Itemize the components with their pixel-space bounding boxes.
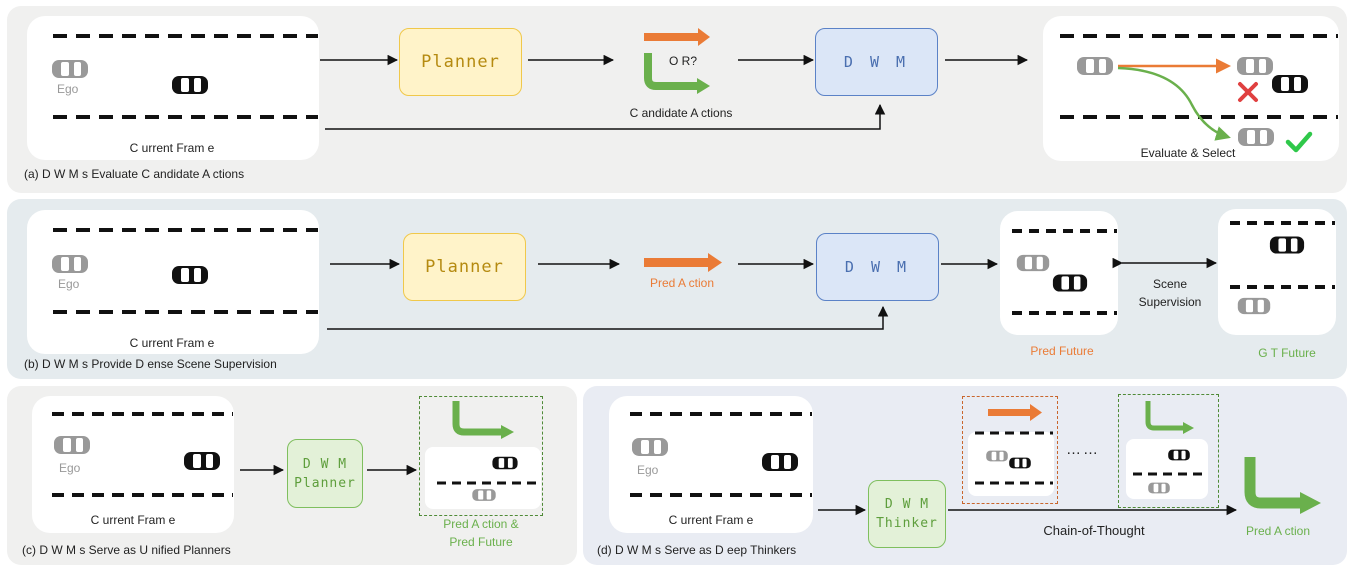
ego-car-icon-cot-2 bbox=[1148, 482, 1170, 494]
ego-car-icon-cot-1 bbox=[986, 450, 1008, 462]
orange-arrow-icon-b bbox=[644, 253, 722, 272]
dwm-node-a: D W M bbox=[815, 28, 938, 96]
ego-car-icon-b bbox=[52, 255, 88, 273]
ego-car-icon-d bbox=[632, 438, 668, 456]
arrow-frame-to-dwm-b bbox=[327, 305, 889, 330]
lane-lines-b bbox=[53, 228, 318, 314]
ego-car-icon-evaluate bbox=[1077, 57, 1113, 75]
planner-node-a: Planner bbox=[399, 28, 522, 96]
or-label: O R? bbox=[669, 54, 698, 68]
ego-car-icon-c-future bbox=[472, 489, 496, 501]
dwm-planner-line1: D W M bbox=[302, 456, 348, 472]
ego-car-icon-a bbox=[52, 60, 88, 78]
current-frame-label-a: C urrent Fram e bbox=[129, 141, 215, 155]
ego-car-icon-pred bbox=[1016, 254, 1050, 272]
gt-future-box bbox=[1218, 209, 1336, 335]
ego-car-icon-gt bbox=[1237, 297, 1271, 315]
caption-a: (a) D W M s Evaluate C andidate A ctions bbox=[24, 167, 245, 181]
ego-car-icon-c bbox=[54, 436, 90, 454]
green-turn-arrow-icon-d-large bbox=[1244, 457, 1321, 514]
car-icon-c bbox=[184, 452, 220, 470]
car-icon-cot-1 bbox=[1009, 457, 1031, 469]
caption-d: (d) D W M s Serve as D eep Thinkers bbox=[597, 543, 797, 557]
car-icon-evaluate bbox=[1272, 75, 1308, 93]
current-frame-label-c: C urrent Fram e bbox=[90, 513, 176, 527]
ego-label-d: Ego bbox=[637, 463, 659, 477]
lane-lines-pred-future bbox=[1012, 229, 1117, 315]
candidate-actions-label: C andidate A ctions bbox=[629, 106, 733, 120]
planner-node-b: Planner bbox=[403, 233, 526, 301]
lane-lines-a bbox=[53, 34, 318, 119]
car-icon-b bbox=[172, 266, 208, 284]
chain-of-thought-label: Chain-of-Thought bbox=[1043, 523, 1145, 538]
green-turn-arrow-icon-d-small bbox=[1145, 401, 1194, 434]
green-trajectory bbox=[1117, 66, 1231, 141]
gt-future-label: G T Future bbox=[1258, 346, 1316, 360]
car-icon-cot-2 bbox=[1168, 449, 1190, 461]
ellipsis-dots: …… bbox=[1066, 441, 1100, 458]
lane-lines-c bbox=[52, 412, 233, 497]
orange-straight-arrow-icon-a bbox=[644, 28, 710, 46]
ghost-car-icon-top bbox=[1237, 57, 1273, 75]
output-dashed-box bbox=[419, 396, 543, 516]
output-label-line1: Pred A ction & bbox=[443, 517, 519, 531]
evaluate-select-label: Evaluate & Select bbox=[1140, 146, 1236, 160]
cot-dashed-box-green bbox=[1118, 394, 1219, 508]
supervision-label: Supervision bbox=[1138, 295, 1202, 309]
car-icon-c-future bbox=[492, 456, 518, 470]
dwm-planner-line2: Planner bbox=[294, 475, 356, 491]
current-frame-label-b: C urrent Fram e bbox=[129, 336, 215, 350]
lane-lines-gt-future bbox=[1230, 221, 1335, 289]
car-icon-gt bbox=[1269, 236, 1305, 254]
car-icon-pred bbox=[1052, 274, 1088, 292]
output-label-line2: Pred Future bbox=[449, 535, 513, 549]
ego-label-a: Ego bbox=[57, 82, 79, 96]
caption-b: (b) D W M s Provide D ense Scene Supervi… bbox=[24, 357, 277, 371]
ghost-car-icon-bottom bbox=[1238, 128, 1274, 146]
green-turn-arrow-icon-a bbox=[644, 53, 710, 94]
pred-action-label-d: Pred A ction bbox=[1245, 524, 1311, 538]
dwm-node-b: D W M bbox=[816, 233, 939, 301]
current-frame-box-b bbox=[27, 210, 319, 354]
pred-action-label-b: Pred A ction bbox=[649, 276, 715, 290]
lane-lines-cot-1 bbox=[975, 431, 1053, 485]
dwm-thinker-line2: Thinker bbox=[876, 516, 938, 531]
green-turn-arrow-icon-c bbox=[452, 401, 514, 439]
cross-icon bbox=[1238, 82, 1258, 102]
scene-label: Scene bbox=[1152, 277, 1188, 291]
car-icon-d bbox=[762, 453, 798, 471]
check-icon bbox=[1285, 131, 1313, 153]
arrow-frame-to-dwm-a bbox=[325, 103, 886, 130]
ego-label-c: Ego bbox=[59, 461, 81, 475]
pred-future-label: Pred Future bbox=[1030, 344, 1094, 358]
dwm-thinker-line1: D W M bbox=[884, 497, 930, 512]
dwm-thinker-node: D W M Thinker bbox=[868, 480, 946, 548]
cot-dashed-box-orange bbox=[962, 396, 1058, 504]
ego-label-b: Ego bbox=[58, 277, 80, 291]
car-icon-a bbox=[172, 76, 208, 94]
caption-c: (c) D W M s Serve as U nified Planners bbox=[22, 543, 231, 557]
current-frame-label-d: C urrent Fram e bbox=[668, 513, 754, 527]
dwm-planner-node: D W M Planner bbox=[287, 439, 363, 508]
orange-arrow-icon-d bbox=[988, 404, 1042, 421]
lane-lines-d bbox=[630, 412, 812, 497]
